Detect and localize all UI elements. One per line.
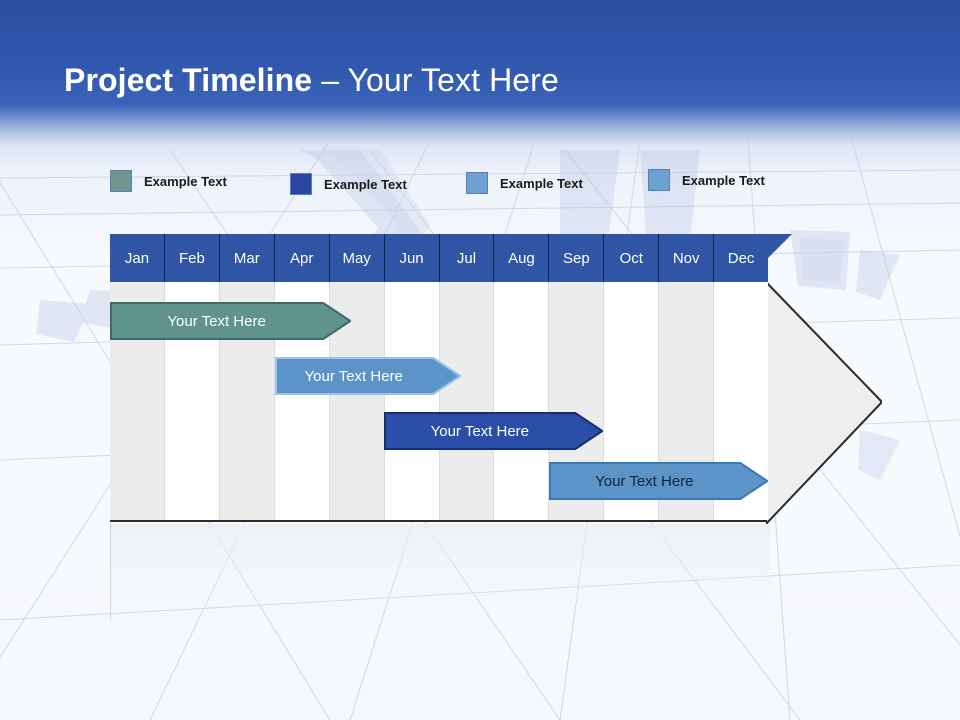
timeline-bar-shape-2 [274, 357, 461, 395]
title-light: Your Text Here [347, 62, 559, 98]
month-header-apr[interactable]: Apr [274, 234, 330, 282]
title-strong: Project Timeline [64, 62, 313, 98]
legend-label-4: Example Text [682, 172, 765, 188]
month-column-jul [439, 282, 495, 520]
timeline-arrow-point [766, 280, 882, 524]
month-header-mar[interactable]: Mar [219, 234, 275, 282]
legend-swatch-icon-1 [110, 170, 132, 192]
month-header-nov[interactable]: Nov [659, 234, 715, 282]
month-header-dec[interactable]: Dec [714, 234, 769, 282]
timeline-bar-shape-1 [110, 302, 352, 340]
title-separator: – [312, 62, 348, 98]
month-column-jun [384, 282, 440, 520]
timeline-bar-3[interactable]: Your Text Here [384, 412, 604, 450]
month-header-jul[interactable]: Jul [439, 234, 495, 282]
chart-reflection [110, 524, 770, 620]
timeline-bar-2[interactable]: Your Text Here [274, 357, 461, 395]
timeline-bar-4[interactable]: Your Text Here [548, 462, 768, 500]
legend-swatch-icon-2 [290, 173, 312, 195]
month-header-jun[interactable]: Jun [384, 234, 440, 282]
legend-item-2: Example Text [290, 173, 407, 195]
legend-item-3: Example Text [466, 172, 583, 194]
month-header-feb[interactable]: Feb [164, 234, 220, 282]
timeline-header-cap [766, 234, 792, 260]
legend-label-1: Example Text [144, 173, 227, 189]
legend-label-3: Example Text [500, 175, 583, 191]
timeline-bar-shape-4 [548, 462, 768, 500]
month-header-sep[interactable]: Sep [549, 234, 605, 282]
legend-label-2: Example Text [324, 176, 407, 192]
legend-swatch-icon-4 [648, 169, 670, 191]
month-column-aug [494, 282, 550, 520]
month-header-may[interactable]: May [329, 234, 385, 282]
page-title: Project Timeline – Your Text Here [64, 58, 559, 102]
legend-item-1: Example Text [110, 170, 227, 192]
month-header-jan[interactable]: Jan [110, 234, 165, 282]
month-header-aug[interactable]: Aug [494, 234, 550, 282]
timeline-bar-1[interactable]: Your Text Here [110, 302, 352, 340]
month-header-oct[interactable]: Oct [604, 234, 660, 282]
timeline-bar-shape-3 [384, 412, 604, 450]
legend-swatch-icon-3 [466, 172, 488, 194]
legend-item-4: Example Text [648, 169, 765, 191]
